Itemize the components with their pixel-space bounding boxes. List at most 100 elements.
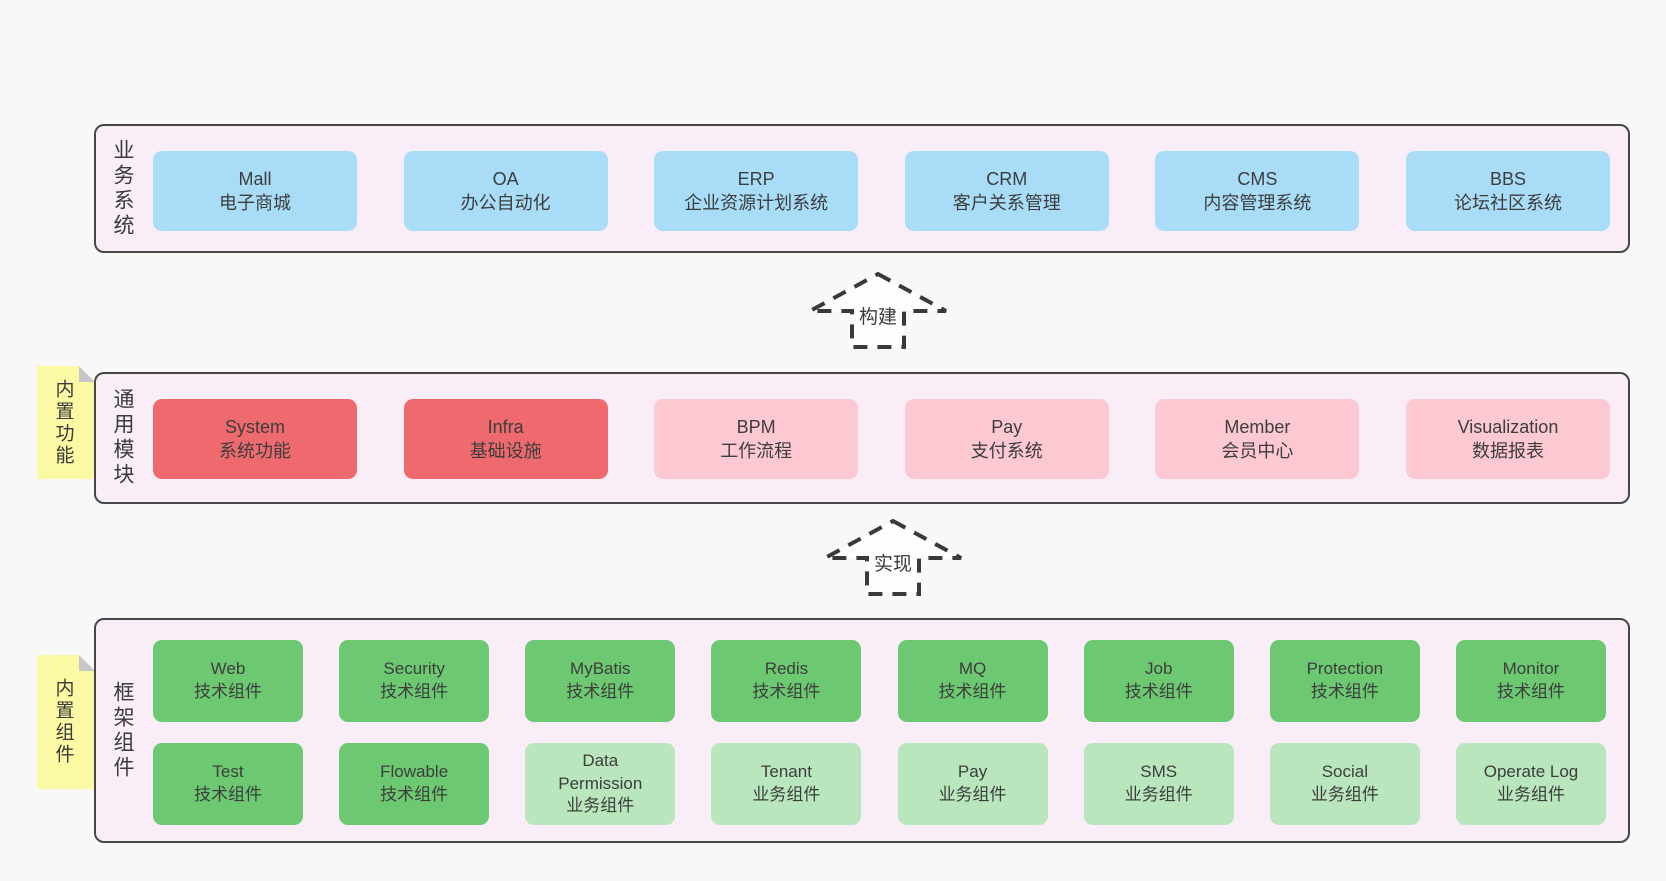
arrow-build-label: 构建 bbox=[855, 302, 901, 329]
box-name: System bbox=[224, 416, 285, 437]
box-name: Web bbox=[210, 659, 246, 679]
box-security: Security 技术组件 bbox=[339, 640, 490, 722]
sticky-note-builtin-features: 内置功能 bbox=[37, 366, 95, 479]
box-name: MyBatis bbox=[570, 659, 631, 679]
box-desc: 技术组件 bbox=[194, 682, 262, 701]
box-name: Redis bbox=[764, 659, 809, 679]
box-desc: 技术组件 bbox=[194, 785, 262, 804]
box-desc: 基础设施 bbox=[469, 441, 542, 461]
box-sms: SMS 业务组件 bbox=[1083, 743, 1234, 825]
box-social: Social 业务组件 bbox=[1269, 743, 1420, 825]
layer-business-systems: 业务系统 Mall 电子商城 OA 办公自动化 ERP 企业资源计划系统 CRM… bbox=[94, 124, 1630, 253]
box-infra: Infra 基础设施 bbox=[403, 399, 608, 479]
box-name: Member bbox=[1224, 416, 1291, 437]
box-desc: 业务组件 bbox=[566, 796, 635, 816]
box-desc: 客户关系管理 bbox=[952, 193, 1061, 213]
box-name: SMS bbox=[1140, 762, 1178, 782]
layer-framework-components: 框架组件 Web 技术组件 Security 技术组件 MyBatis 技术组件… bbox=[94, 618, 1630, 843]
box-desc: 支付系统 bbox=[970, 441, 1043, 461]
box-name: Visualization bbox=[1457, 416, 1559, 437]
modules-box-row: System 系统功能 Infra 基础设施 BPM 工作流程 Pay 支付系统… bbox=[153, 399, 1610, 479]
box-name: Security bbox=[383, 659, 445, 679]
layer-label-framework-components: 框架组件 bbox=[111, 680, 134, 781]
folded-corner-icon bbox=[79, 366, 95, 382]
arrow-implement: 实现 bbox=[823, 518, 963, 596]
box-name: Protection bbox=[1306, 659, 1384, 679]
box-desc: 业务组件 bbox=[1124, 785, 1193, 804]
box-pay-system: Pay 支付系统 bbox=[904, 399, 1109, 479]
box-desc: 业务组件 bbox=[1310, 785, 1379, 804]
box-cms: CMS 内容管理系统 bbox=[1155, 151, 1360, 231]
box-desc: 内容管理系统 bbox=[1203, 193, 1312, 213]
box-desc: 技术组件 bbox=[752, 682, 821, 701]
box-job: Job 技术组件 bbox=[1083, 640, 1234, 722]
box-name: CRM bbox=[986, 168, 1028, 189]
box-desc: 工作流程 bbox=[720, 441, 793, 461]
box-operate-log: Operate Log 业务组件 bbox=[1455, 743, 1606, 825]
box-name: Mall bbox=[238, 168, 272, 189]
box-name: Tenant bbox=[760, 762, 812, 782]
box-name: Test bbox=[212, 762, 244, 782]
box-desc: 电子商城 bbox=[219, 193, 291, 213]
box-bpm: BPM 工作流程 bbox=[654, 399, 859, 479]
box-desc: 业务组件 bbox=[938, 785, 1007, 804]
box-crm: CRM 客户关系管理 bbox=[904, 151, 1109, 231]
components-box-row-1: Web 技术组件 Security 技术组件 MyBatis 技术组件 Redi… bbox=[153, 640, 1606, 722]
box-test: Test 技术组件 bbox=[153, 743, 303, 825]
sticky-note-text: 内置功能 bbox=[52, 378, 74, 467]
box-mq: MQ 技术组件 bbox=[897, 640, 1048, 722]
box-system: System 系统功能 bbox=[153, 399, 357, 479]
box-desc: 办公自动化 bbox=[460, 193, 551, 213]
box-desc: 论坛社区系统 bbox=[1453, 193, 1562, 213]
box-member: Member 会员中心 bbox=[1155, 399, 1360, 479]
box-protection: Protection 技术组件 bbox=[1269, 640, 1420, 722]
box-name: Pay bbox=[957, 762, 988, 782]
box-name: CMS bbox=[1237, 168, 1278, 189]
box-oa: OA 办公自动化 bbox=[403, 151, 608, 231]
box-pay-component: Pay 业务组件 bbox=[897, 743, 1048, 825]
box-name: Pay bbox=[991, 416, 1023, 437]
box-mybatis: MyBatis 技术组件 bbox=[525, 640, 676, 722]
box-erp: ERP 企业资源计划系统 bbox=[654, 151, 859, 231]
box-data-permission: Data Permission 业务组件 bbox=[525, 743, 676, 825]
box-name: BBS bbox=[1489, 168, 1526, 189]
box-name: Data Permission bbox=[558, 750, 643, 793]
folded-corner-icon bbox=[79, 655, 95, 671]
box-desc: 业务组件 bbox=[1496, 785, 1565, 804]
sticky-note-builtin-components: 内置组件 bbox=[37, 655, 95, 789]
box-mall: Mall 电子商城 bbox=[153, 151, 357, 231]
box-name: Social bbox=[1321, 762, 1368, 782]
box-desc: 技术组件 bbox=[1496, 682, 1565, 701]
box-name: Monitor bbox=[1502, 659, 1560, 679]
box-desc: 会员中心 bbox=[1221, 441, 1294, 461]
box-name: Operate Log bbox=[1483, 762, 1579, 782]
box-redis: Redis 技术组件 bbox=[711, 640, 862, 722]
layer-label-common-modules: 通用模块 bbox=[111, 388, 134, 488]
components-rows: Web 技术组件 Security 技术组件 MyBatis 技术组件 Redi… bbox=[153, 640, 1606, 825]
box-name: Flowable bbox=[380, 762, 449, 782]
box-desc: 技术组件 bbox=[1124, 682, 1193, 701]
components-box-row-2: Test 技术组件 Flowable 技术组件 Data Permission … bbox=[153, 743, 1606, 825]
box-desc: 企业资源计划系统 bbox=[684, 193, 829, 213]
business-box-row: Mall 电子商城 OA 办公自动化 ERP 企业资源计划系统 CRM 客户关系… bbox=[153, 151, 1610, 231]
arrow-build: 构建 bbox=[808, 271, 948, 349]
box-tenant: Tenant 业务组件 bbox=[711, 743, 862, 825]
box-name: Job bbox=[1144, 659, 1173, 679]
box-desc: 技术组件 bbox=[380, 785, 449, 804]
box-desc: 数据报表 bbox=[1471, 441, 1544, 461]
sticky-note-text: 内置组件 bbox=[52, 678, 74, 766]
box-name: Infra bbox=[487, 416, 524, 437]
box-desc: 技术组件 bbox=[1310, 682, 1379, 701]
box-desc: 技术组件 bbox=[566, 682, 635, 701]
box-name: BPM bbox=[736, 416, 776, 437]
arrow-implement-label: 实现 bbox=[870, 549, 916, 576]
box-name: MQ bbox=[958, 659, 987, 679]
box-bbs: BBS 论坛社区系统 bbox=[1405, 151, 1610, 231]
box-name: OA bbox=[492, 168, 519, 189]
layer-label-business-systems: 业务系统 bbox=[111, 138, 134, 239]
box-desc: 系统功能 bbox=[219, 441, 291, 461]
box-flowable: Flowable 技术组件 bbox=[339, 743, 490, 825]
layer-common-modules: 通用模块 System 系统功能 Infra 基础设施 BPM 工作流程 Pay… bbox=[94, 372, 1630, 504]
box-monitor: Monitor 技术组件 bbox=[1455, 640, 1606, 722]
